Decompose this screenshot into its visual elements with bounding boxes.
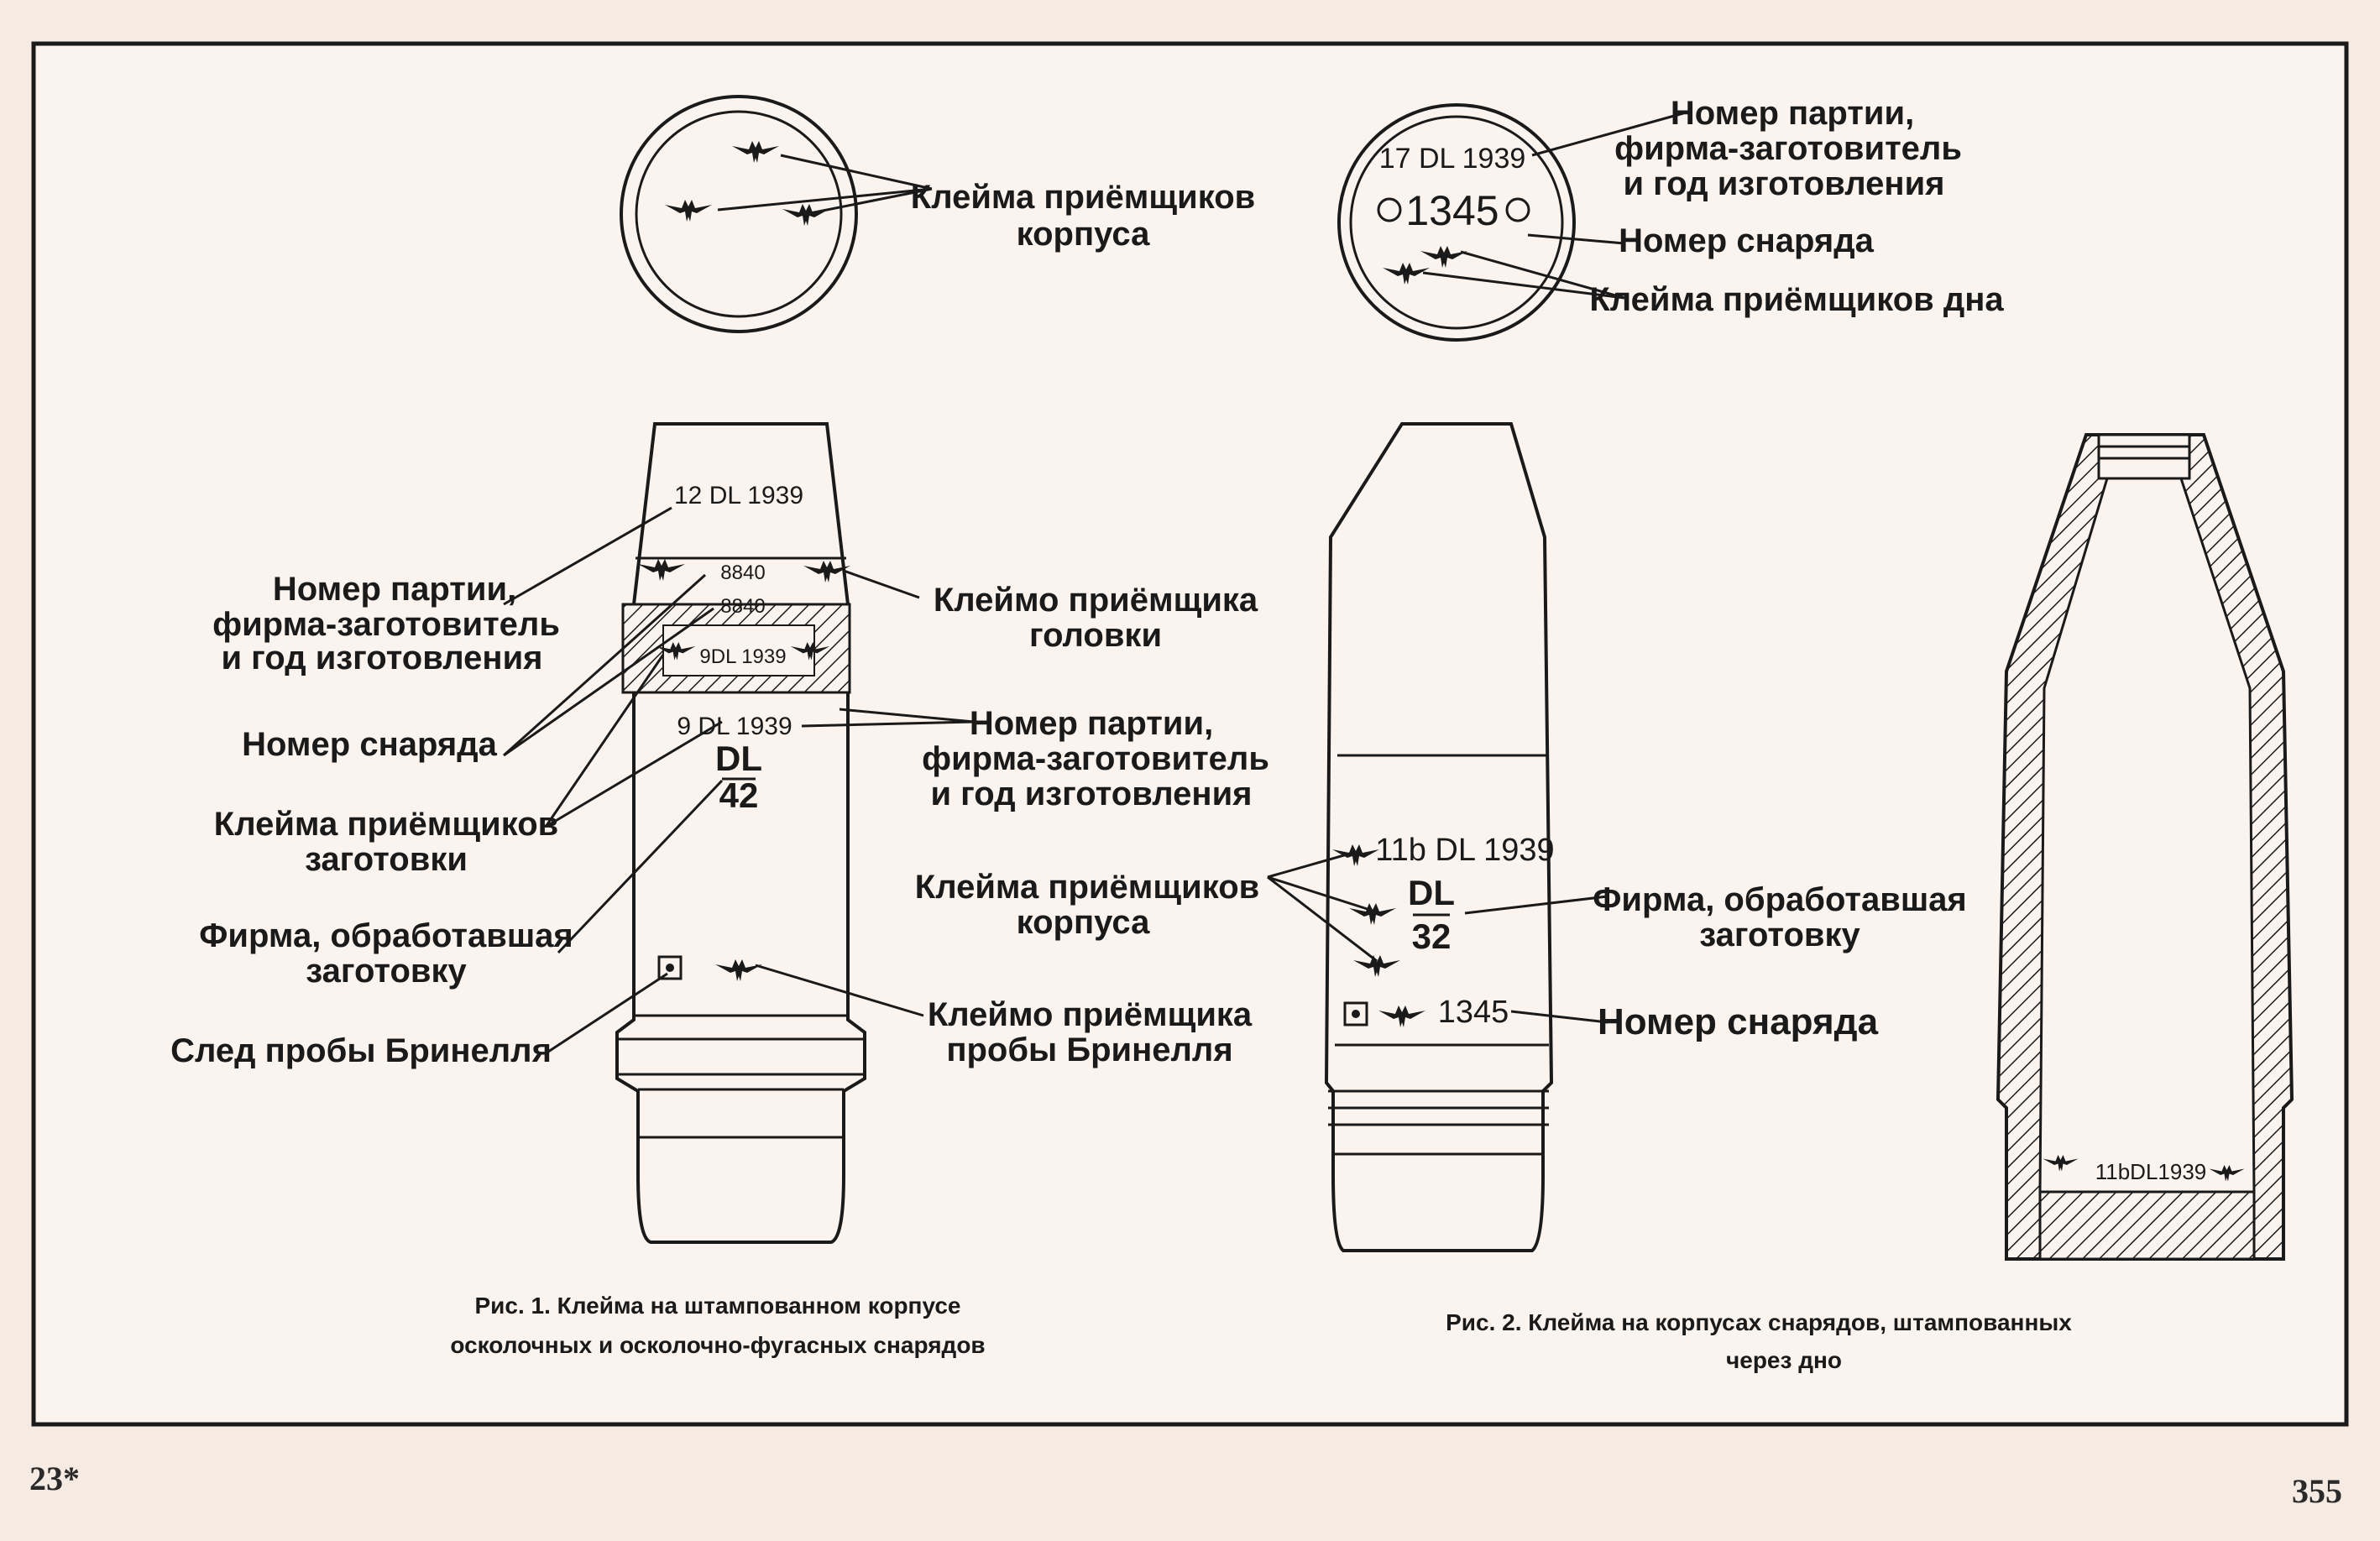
fig2-section-view: 11bDL1939	[1996, 433, 2294, 1261]
page-number-left: 23*	[29, 1460, 80, 1497]
fig1-left-firm-label-2: заготовку	[306, 953, 467, 990]
fig1-right-brinell-label-2: пробы Бринелля	[946, 1032, 1232, 1068]
fig1-left-lot-label-3: и год изготовления	[221, 640, 542, 676]
fig1-top-marks-label-1: Клейма приёмщиков	[911, 179, 1255, 216]
fig1-left-brinell-label: След пробы Бринелля	[170, 1032, 552, 1069]
fig2-right-shell-no-label: Номер снаряда	[1598, 1001, 1879, 1042]
fig1-base-view: Клейма приёмщиков корпуса	[620, 95, 1255, 333]
fig2-top-lot-label-3: и год изготовления	[1623, 165, 1944, 202]
fig1-right-lot-label-2: фирма-заготовитель	[922, 740, 1269, 777]
fig1-right-lot-label-3: и год изготовления	[930, 776, 1252, 812]
fig1-right-brinell-label-1: Клеймо приёмщика	[928, 996, 1253, 1033]
fig2-section-lot: 11bDL1939	[2095, 1159, 2207, 1184]
fig1-top-marks-label-2: корпуса	[1017, 216, 1151, 253]
brinell-test-mark-icon	[1343, 1001, 1368, 1026]
fig2-left-body-marks-label-2: корпуса	[1017, 904, 1151, 941]
fig1-right-lot-label-1: Номер партии,	[970, 705, 1213, 742]
fig1-right-head-label-2: головки	[1029, 617, 1162, 654]
fig2-base-view: 17 DL 1939 1345 Номер партии, фирма-заго…	[1337, 95, 2004, 342]
fig2-mark-lot: 11b DL 1939	[1375, 833, 1554, 868]
fig2-shell-body: 11b DL 1939 DL 32 1345	[1324, 422, 1555, 1252]
fig1-mark-shell-no-a: 8840	[720, 562, 765, 584]
fig1-caption-1: Рис. 1. Клейма на штампованном корпусе	[474, 1293, 960, 1319]
fig2-base-lot: 17 DL 1939	[1379, 143, 1526, 175]
fig2-top-base-marks-label: Клейма приёмщиков дна	[1589, 281, 2004, 318]
fig1-caption-2: осколочных и осколочно-фугасных снарядов	[450, 1332, 985, 1358]
fig2-mark-firm-top: DL	[1408, 873, 1455, 912]
fig2-right-firm-label-2: заготовку	[1699, 917, 1860, 953]
fig1-left-shell-no-label: Номер снаряда	[242, 726, 497, 763]
fig2-top-lot-label-2: фирма-заготовитель	[1614, 130, 1962, 167]
fig1: Клейма приёмщиков корпуса 12 DL 1939 884…	[170, 95, 1269, 1358]
page-number-right: 355	[2292, 1472, 2342, 1510]
fig2-caption-2: через дно	[1726, 1347, 1842, 1373]
fig1-mark-lot-top: 12 DL 1939	[674, 482, 803, 509]
fig1-mark-lot-mid: 9DL 1939	[699, 645, 786, 668]
fig1-left-blank-marks-label-2: заготовки	[305, 841, 468, 878]
fig2-caption-1: Рис. 2. Клейма на корпусах снарядов, шта…	[1446, 1309, 2072, 1335]
fig1-mark-shell-no-b: 8840	[720, 595, 765, 618]
fig1-left-blank-marks-label-1: Клейма приёмщиков	[214, 806, 558, 843]
fig1-mark-firm-bottom: 42	[719, 776, 759, 815]
plate-frame	[31, 41, 2349, 1427]
fig2-mark-shell-no: 1345	[1438, 995, 1509, 1030]
fig2-mark-firm-bottom: 32	[1412, 917, 1452, 956]
fig2-top-lot-label-1: Номер партии,	[1671, 95, 1914, 132]
fig2-right-firm-label-1: Фирма, обработавшая	[1593, 881, 1967, 918]
fig1-mark-lot-low: 9 DL 1939	[677, 713, 792, 740]
brinell-test-mark-icon	[657, 955, 683, 980]
fig1-left-lot-label-2: фирма-заготовитель	[212, 606, 560, 643]
fig2-left-body-marks-label-1: Клейма приёмщиков	[915, 869, 1259, 906]
fig1-shell-body: 12 DL 1939 8840 8840 9DL 1939 9 DL 1939 …	[615, 422, 866, 1244]
fig1-right-head-label-1: Клеймо приёмщика	[934, 582, 1258, 619]
fig1-left-lot-label-1: Номер партии,	[273, 571, 516, 608]
fig2-top-shell-no-label: Номер снаряда	[1619, 222, 1874, 259]
fig2-base-shell-no: 1345	[1405, 187, 1499, 234]
fig2: 17 DL 1939 1345 Номер партии, фирма-заго…	[915, 95, 2294, 1373]
fig1-mark-firm-top: DL	[715, 739, 762, 778]
fig1-left-firm-label-1: Фирма, обработавшая	[199, 917, 573, 954]
